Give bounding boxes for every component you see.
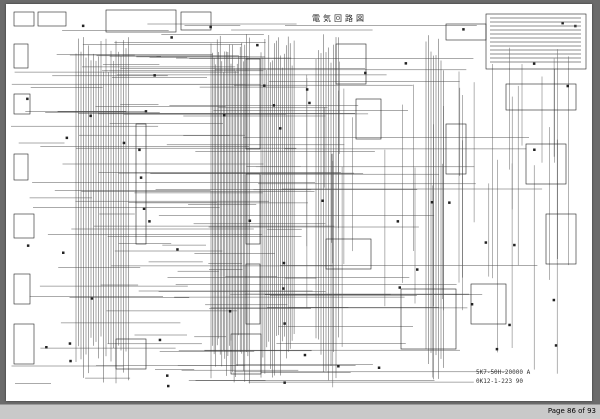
terminal-marker: [89, 114, 92, 118]
terminal-marker: [554, 344, 558, 347]
page-indicator: Page 86 of 93: [547, 407, 596, 415]
terminal-marker: [337, 365, 340, 368]
terminal-marker: [45, 346, 48, 349]
terminal-marker: [495, 347, 499, 351]
component-box: [245, 263, 261, 325]
drawing-number-line2: 0K12-1-223 90: [476, 378, 523, 385]
terminal-marker: [272, 104, 276, 107]
terminal-marker: [68, 342, 72, 345]
component-box: [245, 58, 261, 150]
terminal-marker: [139, 176, 143, 179]
terminal-marker: [552, 298, 556, 302]
component-box: [13, 11, 35, 27]
component-box: [545, 213, 577, 265]
component-box: [445, 123, 467, 175]
terminal-marker: [462, 28, 465, 31]
terminal-marker: [148, 220, 151, 223]
component-box: [37, 11, 67, 27]
diagram-title: 電気回路図: [312, 14, 367, 23]
component-box: [485, 13, 587, 70]
terminal-marker: [228, 310, 232, 313]
terminal-marker: [65, 136, 69, 140]
terminal-marker: [170, 36, 173, 39]
component-box: [135, 123, 147, 245]
component-box: [180, 11, 212, 31]
drawing-number: 5K7-50H-20000 A 0K12-1-223 90: [476, 368, 530, 386]
terminal-marker: [377, 366, 381, 369]
drawing-number-line1: 5K7-50H-20000 A: [476, 369, 531, 376]
terminal-marker: [138, 148, 141, 152]
component-box: [505, 83, 577, 111]
terminal-marker: [308, 101, 311, 105]
terminal-marker: [153, 74, 156, 77]
terminal-marker: [144, 110, 148, 113]
component-box: [445, 23, 487, 41]
terminal-marker: [404, 62, 408, 65]
component-box: [525, 143, 567, 185]
component-box: [400, 288, 457, 350]
component-box: [335, 43, 367, 85]
terminal-marker: [166, 374, 169, 377]
terminal-marker: [62, 251, 65, 254]
component-box: [13, 273, 31, 305]
terminal-marker: [142, 207, 146, 210]
terminal-marker: [158, 338, 162, 342]
terminal-marker: [282, 287, 285, 290]
terminal-marker: [209, 25, 212, 29]
terminal-marker: [396, 220, 400, 223]
schematic-drawing: [11, 9, 587, 388]
terminal-marker: [532, 62, 536, 65]
wiring-diagram-page: 電気回路図 5K7-50H-20000 A 0K12-1-223 90: [6, 4, 592, 401]
terminal-marker: [81, 24, 85, 28]
viewer-status-bar: Page 86 of 93: [0, 404, 600, 419]
terminal-marker: [398, 286, 401, 289]
terminal-marker: [484, 241, 488, 244]
terminal-marker: [176, 248, 179, 251]
terminal-marker: [167, 384, 170, 388]
terminal-marker: [26, 97, 29, 101]
terminal-marker: [283, 381, 286, 384]
terminal-marker: [566, 84, 569, 88]
terminal-marker: [430, 201, 434, 204]
terminal-marker: [533, 148, 536, 151]
component-box: [230, 333, 262, 375]
component-box: [13, 93, 31, 115]
terminal-marker: [90, 297, 94, 300]
terminal-marker: [470, 303, 474, 306]
terminal-marker: [69, 359, 72, 363]
terminal-marker: [122, 141, 126, 145]
component-box: [470, 283, 507, 325]
terminal-marker: [256, 43, 259, 47]
terminal-marker: [283, 322, 286, 325]
component-box: [13, 213, 35, 239]
terminal-marker: [303, 353, 307, 357]
terminal-marker: [248, 219, 252, 222]
terminal-marker: [561, 21, 564, 25]
terminal-marker: [448, 201, 451, 204]
terminal-marker: [263, 84, 266, 87]
component-box: [325, 238, 372, 270]
terminal-marker: [513, 243, 516, 247]
terminal-marker: [416, 268, 419, 271]
component-box: [13, 43, 29, 69]
terminal-marker: [508, 323, 511, 327]
component-box: [355, 98, 382, 140]
component-box: [245, 173, 261, 245]
terminal-marker: [282, 261, 286, 265]
terminal-marker: [305, 88, 309, 91]
component-box: [13, 323, 35, 365]
component-box: [13, 153, 29, 181]
terminal-marker: [223, 114, 226, 117]
terminal-marker: [279, 127, 282, 130]
terminal-marker: [364, 71, 367, 75]
component-box: [105, 9, 177, 33]
component-box: [115, 338, 147, 370]
terminal-marker: [321, 199, 324, 202]
terminal-marker: [26, 244, 30, 247]
